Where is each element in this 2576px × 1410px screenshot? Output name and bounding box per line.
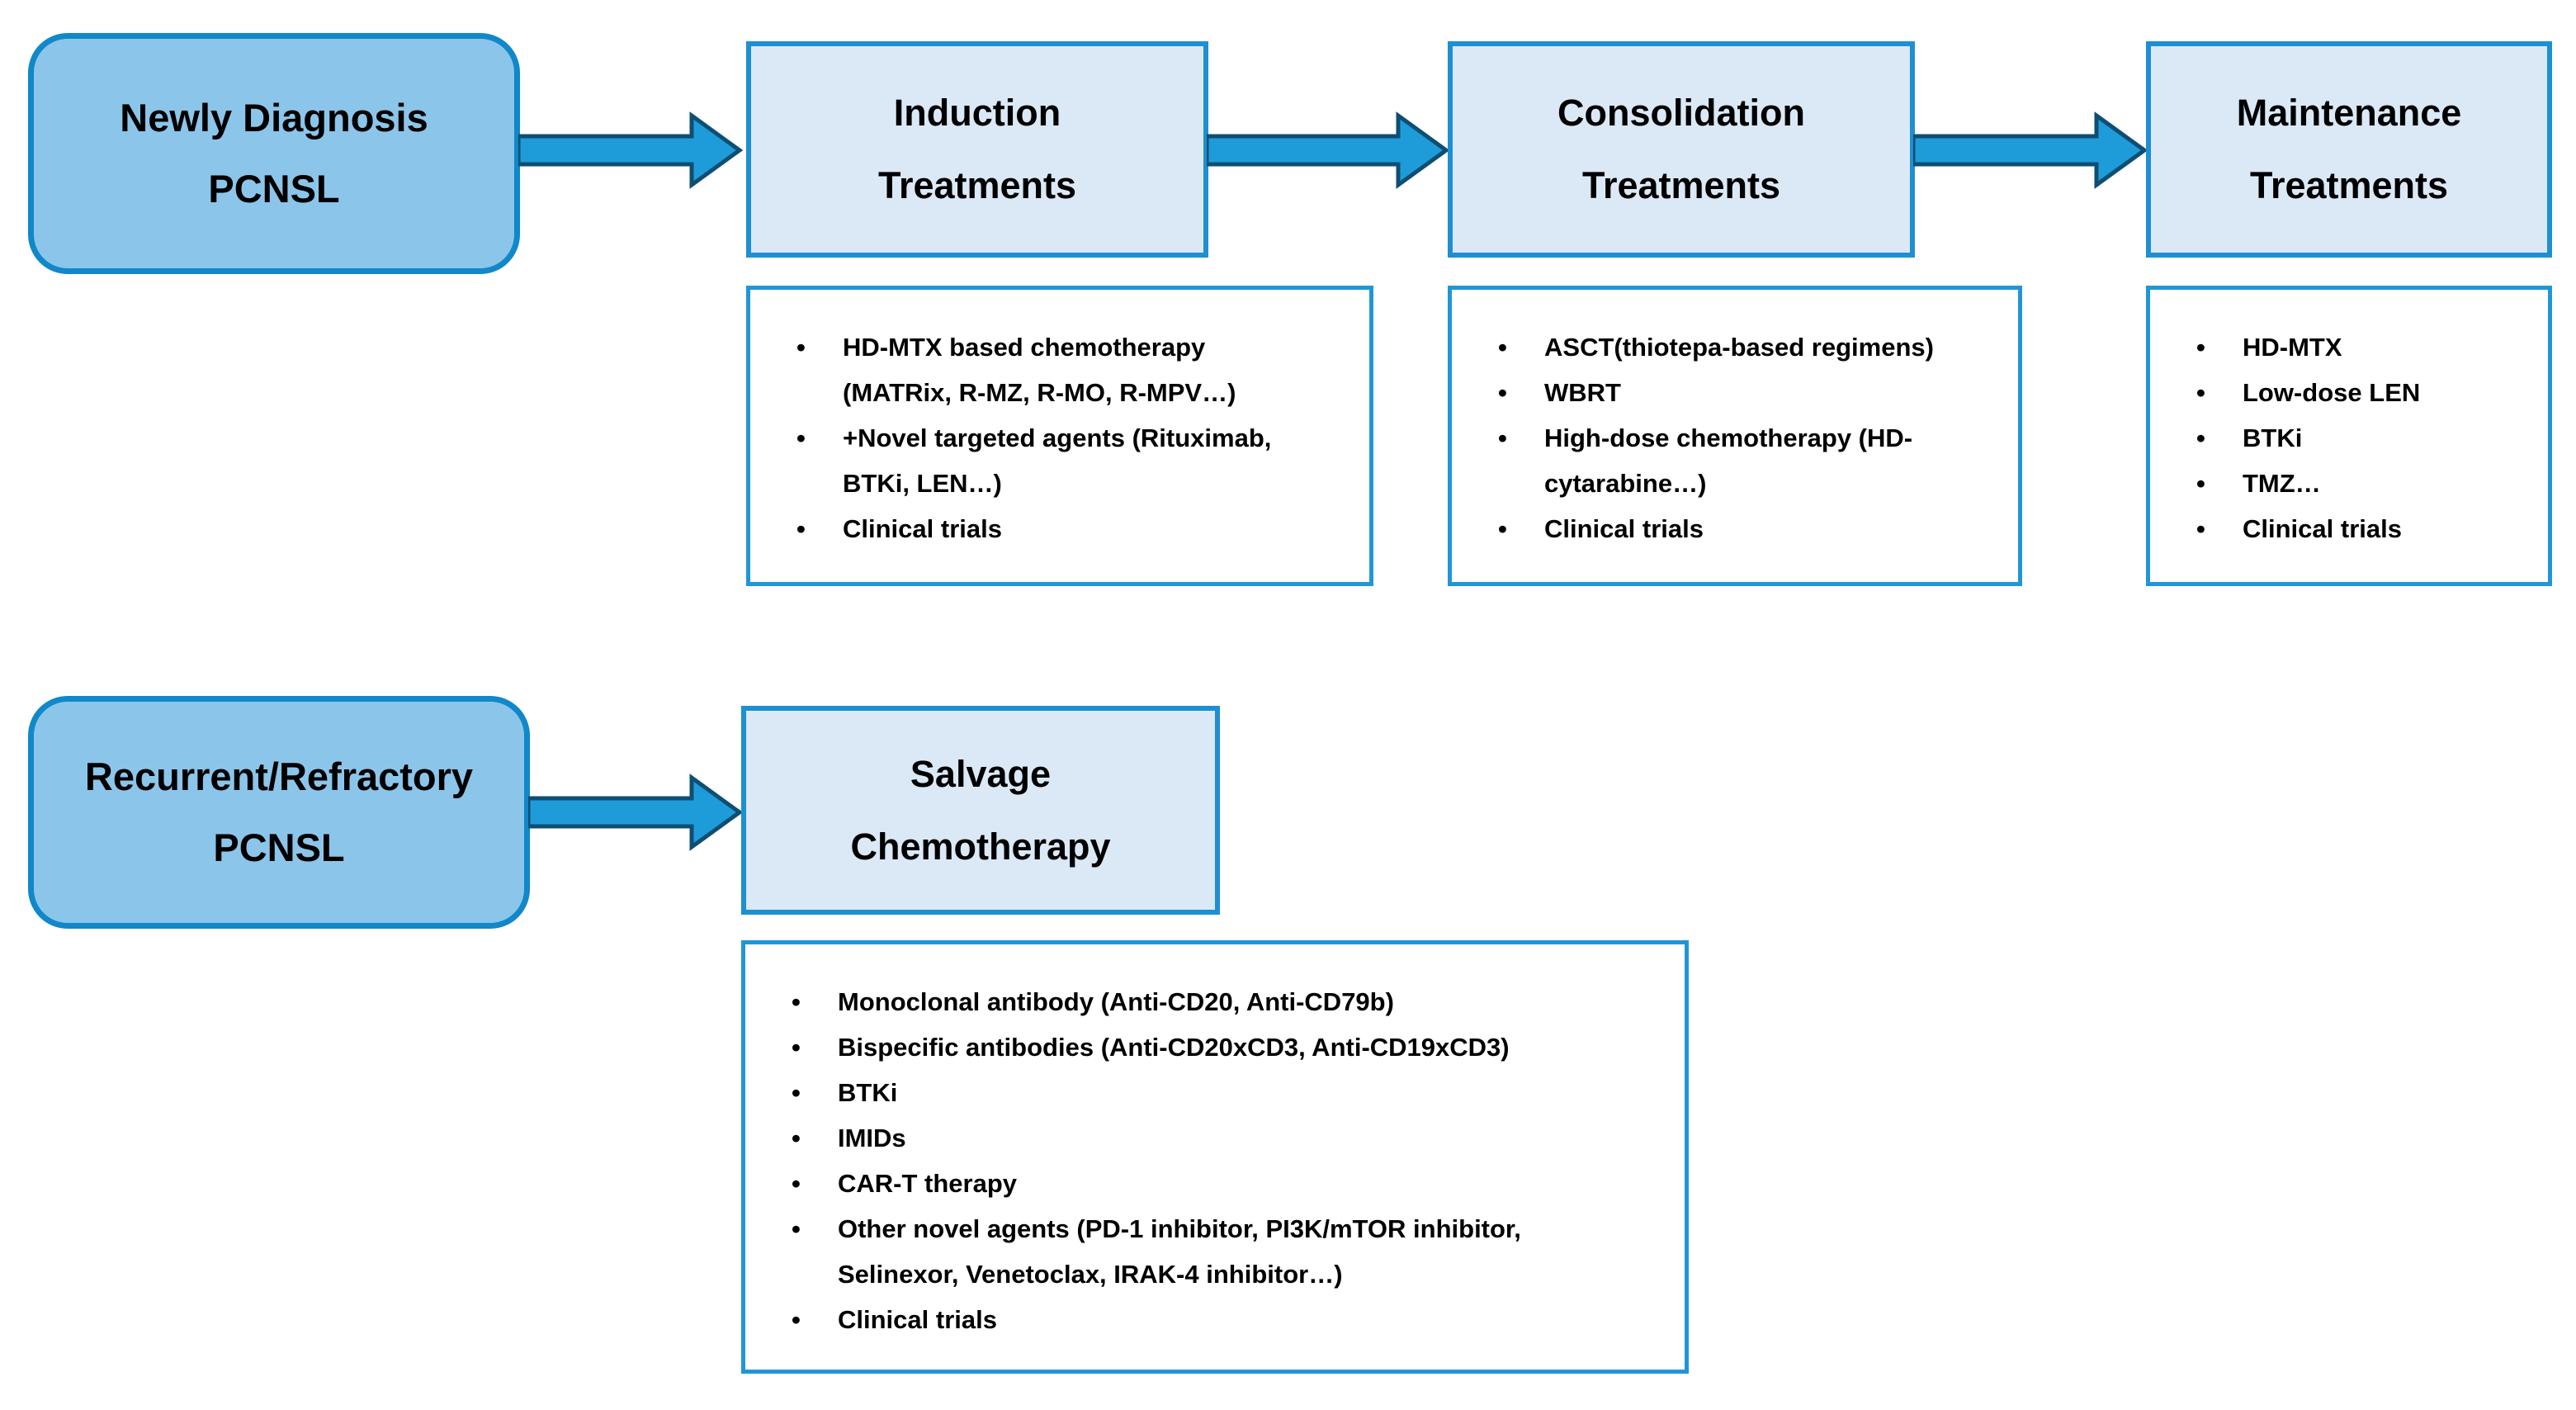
detail-maintenance-options: HD-MTX Low-dose LEN BTKi TMZ… Clinical t…: [2146, 286, 2552, 586]
maintenance-options-list: HD-MTX Low-dose LEN BTKi TMZ… Clinical t…: [2150, 290, 2548, 551]
arrow-consolidation-to-maintenance: [1913, 111, 2148, 189]
node-recurrent-refractory-label: Recurrent/Refractory PCNSL: [84, 755, 474, 869]
arrow-newly-to-induction: [518, 111, 743, 189]
list-item: Other novel agents (PD-1 inhibitor, PI3K…: [788, 1206, 1666, 1297]
node-newly-diagnosis-pcnsl: Newly Diagnosis PCNSL: [28, 33, 520, 274]
list-item: Clinical trials: [2193, 506, 2530, 551]
stage-induction-treatments: Induction Treatments: [746, 41, 1208, 258]
stage-induction-title: Induction Treatments: [877, 92, 1077, 206]
list-item: Clinical trials: [1495, 506, 2000, 551]
consolidation-options-list: ASCT(thiotepa-based regimens) WBRT High-…: [1452, 290, 2018, 551]
stage-consolidation-treatments: Consolidation Treatments: [1448, 41, 1915, 258]
list-item: IMIDs: [788, 1115, 1666, 1161]
arrow-induction-to-consolidation: [1207, 111, 1449, 189]
list-item: BTKi: [2193, 415, 2530, 461]
list-item: High-dose chemotherapy (HD- cytarabine…): [1495, 415, 2000, 506]
arrow-shape: [1207, 111, 1449, 189]
arrow-recurrent-to-salvage: [528, 774, 743, 851]
list-item: BTKi: [788, 1070, 1666, 1115]
list-item: Monoclonal antibody (Anti-CD20, Anti-CD7…: [788, 979, 1666, 1024]
node-newly-diagnosis-label: Newly Diagnosis PCNSL: [120, 96, 428, 211]
detail-induction-options: HD-MTX based chemotherapy (MATRix, R-MZ,…: [746, 286, 1373, 586]
stage-salvage-chemotherapy: Salvage Chemotherapy: [741, 706, 1220, 915]
list-item: WBRT: [1495, 370, 2000, 415]
list-item: Bispecific antibodies (Anti-CD20xCD3, An…: [788, 1024, 1666, 1070]
salvage-options-list: Monoclonal antibody (Anti-CD20, Anti-CD7…: [745, 944, 1685, 1342]
stage-maintenance-treatments: Maintenance Treatments: [2146, 41, 2552, 258]
list-item: TMZ…: [2193, 461, 2530, 506]
list-item: HD-MTX based chemotherapy (MATRix, R-MZ,…: [793, 324, 1351, 415]
list-item: Low-dose LEN: [2193, 370, 2530, 415]
arrow-shape: [1913, 111, 2148, 189]
list-item: ASCT(thiotepa-based regimens): [1495, 324, 2000, 370]
detail-salvage-options: Monoclonal antibody (Anti-CD20, Anti-CD7…: [741, 940, 1689, 1374]
list-item: +Novel targeted agents (Rituximab, BTKi,…: [793, 415, 1351, 506]
stage-maintenance-title: Maintenance Treatments: [2236, 92, 2462, 206]
node-recurrent-refractory-pcnsl: Recurrent/Refractory PCNSL: [28, 696, 530, 929]
stage-consolidation-title: Consolidation Treatments: [1557, 92, 1805, 206]
arrow-shape: [528, 774, 743, 851]
arrow-shape: [518, 111, 743, 189]
list-item: HD-MTX: [2193, 324, 2530, 370]
list-item: CAR-T therapy: [788, 1161, 1666, 1206]
list-item: Clinical trials: [793, 506, 1351, 551]
list-item: Clinical trials: [788, 1297, 1666, 1342]
stage-salvage-title: Salvage Chemotherapy: [850, 752, 1111, 868]
induction-options-list: HD-MTX based chemotherapy (MATRix, R-MZ,…: [750, 290, 1369, 551]
detail-consolidation-options: ASCT(thiotepa-based regimens) WBRT High-…: [1448, 286, 2022, 586]
